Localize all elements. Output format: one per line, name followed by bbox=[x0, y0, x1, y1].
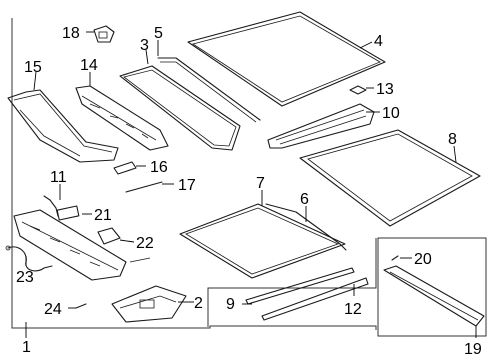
callout-20: 20 bbox=[414, 251, 432, 268]
motor-part bbox=[56, 205, 80, 221]
drain-channel bbox=[265, 203, 347, 251]
front-frame bbox=[7, 89, 119, 163]
callout-18: 18 bbox=[62, 25, 80, 42]
callout-6: 6 bbox=[300, 191, 309, 208]
lower-bracket-assembly bbox=[111, 285, 187, 323]
switch-part bbox=[97, 227, 121, 245]
drive-cable bbox=[125, 181, 163, 193]
inset-clip bbox=[391, 255, 399, 261]
callout-3: 3 bbox=[140, 37, 149, 54]
callout-4: 4 bbox=[374, 33, 383, 50]
callout-22: 22 bbox=[136, 235, 154, 252]
rear-rail-inset bbox=[383, 265, 485, 327]
callout-9: 9 bbox=[226, 296, 235, 313]
drain-hose bbox=[43, 195, 59, 217]
callout-13: 13 bbox=[376, 81, 394, 98]
callout-23: 23 bbox=[16, 269, 34, 286]
callout-19: 19 bbox=[464, 341, 482, 358]
screw-part bbox=[75, 303, 87, 309]
clip-part bbox=[349, 85, 367, 95]
side-rail-mechanism bbox=[267, 103, 375, 149]
roof-opening-seal bbox=[299, 129, 481, 227]
callout-14: 14 bbox=[80, 57, 98, 74]
leader-lines bbox=[25, 31, 477, 338]
roof-glass-panel bbox=[187, 11, 386, 107]
side-trim-strip bbox=[261, 277, 369, 321]
callout-10: 10 bbox=[382, 105, 400, 122]
motor-frame-assembly bbox=[13, 209, 151, 281]
callout-5: 5 bbox=[154, 25, 163, 42]
callout-24: 24 bbox=[44, 301, 62, 318]
callout-1: 1 bbox=[22, 339, 31, 356]
wiring-harness bbox=[5, 245, 53, 272]
callout-16: 16 bbox=[150, 159, 168, 176]
assembly-frame bbox=[11, 18, 377, 330]
callout-7: 7 bbox=[256, 175, 265, 192]
callout-21: 21 bbox=[94, 207, 112, 224]
front-rail bbox=[75, 85, 169, 151]
frame-seal bbox=[179, 203, 346, 279]
callout-8: 8 bbox=[448, 131, 457, 148]
assembly-frame-inner bbox=[207, 238, 377, 327]
callout-11: 11 bbox=[50, 169, 67, 186]
lower-trim-strip bbox=[245, 267, 355, 305]
callout-15: 15 bbox=[24, 59, 42, 76]
small-bracket bbox=[93, 25, 115, 43]
seal-strip bbox=[157, 57, 261, 123]
wire-bracket bbox=[113, 161, 137, 175]
callout-2: 2 bbox=[194, 295, 203, 312]
callout-17: 17 bbox=[178, 177, 196, 194]
sunshade-panel bbox=[119, 65, 241, 151]
inset-frame bbox=[377, 237, 487, 337]
callout-12: 12 bbox=[344, 301, 362, 318]
